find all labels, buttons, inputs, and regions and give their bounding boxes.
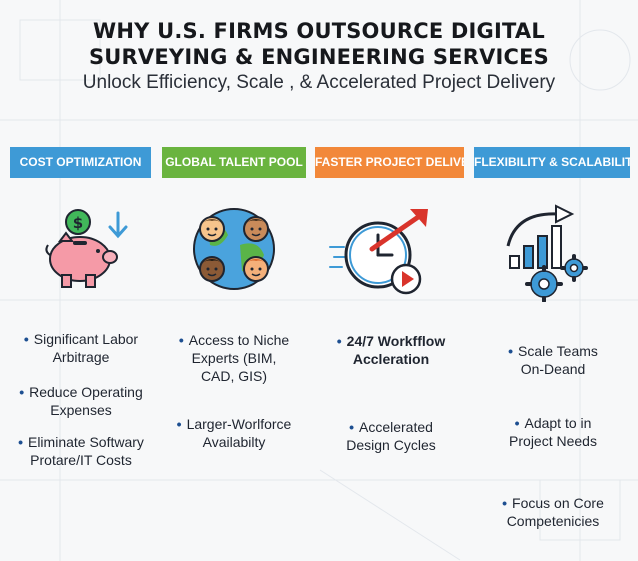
bullet-line: Arbitrage	[52, 349, 110, 365]
header-cost-optimization: COST OPTIMIZATION	[10, 147, 151, 178]
bullet-line: Access to Niche	[188, 332, 290, 348]
bullet-larger-workforce: •Larger-Worlforce Availabilty	[164, 415, 304, 451]
bullet-line: Protare/IT Costs	[30, 452, 132, 468]
bullet-line: Expenses	[50, 402, 112, 418]
header-global-talent-pool: GLOBAL TALENT POOL	[162, 147, 306, 178]
bullet-scale-teams: • Scale Teams On-Deand	[478, 342, 628, 378]
bullet-dot: •	[178, 332, 184, 348]
bullet-line: Focus on Core	[512, 495, 604, 511]
bullet-adapt-project-needs: •Adapt to in Project Needs	[478, 414, 628, 450]
bullet-labor-arbitrage: •Significant Labor Arbitrage	[14, 330, 148, 366]
title-line-2: SURVEYING & ENGINEERING SERVICES	[88, 45, 550, 69]
bullet-dot: •	[336, 333, 342, 349]
bullet-line: Availabilty	[202, 434, 266, 450]
piggy-bank-icon: $	[45, 209, 128, 288]
bullet-accelerated-design: •Accelerated Design Cycles	[316, 418, 466, 454]
bullet-line: CAD, GIS)	[200, 368, 268, 384]
bullet-line: On-Deand	[520, 361, 586, 377]
bullet-niche-experts: •Access to Niche Experts (BIM, CAD, GIS)	[164, 331, 304, 385]
bullet-reduce-operating: •Reduce Operating Expenses	[14, 383, 148, 419]
bullet-line: Adapt to in	[524, 415, 592, 431]
bullet-dot: •	[176, 416, 182, 432]
bullet-line: Significant Labor	[33, 331, 139, 347]
bullet-line: Accelerated	[358, 419, 433, 435]
bullet-dot: •	[19, 384, 25, 400]
bullet-dot: •	[514, 415, 520, 431]
bullet-line: Eliminate Softwary	[27, 434, 144, 450]
globe-people-icon	[193, 208, 275, 290]
bullet-dot: •	[502, 495, 508, 511]
bullet-dot: •	[508, 343, 513, 359]
bullet-line: Design Cycles	[346, 437, 436, 453]
svg-text:$: $	[73, 214, 83, 232]
bullet-line: Project Needs	[509, 433, 597, 449]
bullet-eliminate-software: •Eliminate Softwary Protare/IT Costs	[6, 433, 156, 469]
bullet-dot: •	[18, 434, 23, 450]
bullet-workflow-acceleration: •24/7 Workfflow Accleration	[316, 332, 466, 368]
bullet-dot: •	[23, 331, 29, 347]
subtitle: Unlock Efficiency, Scale , & Accelerated…	[82, 72, 556, 93]
bullet-line: Reduce Operating	[29, 384, 143, 400]
title-line-1: WHY U.S. FIRMS OUTSOURCE DIGITAL	[93, 19, 545, 43]
bullet-line: Experts (BIM,	[191, 350, 277, 366]
bullet-line: Competenicies	[506, 513, 600, 529]
clock-arrow-icon	[329, 209, 428, 295]
chart-gears-icon	[506, 204, 588, 302]
bullet-core-competencies: •Focus on Core Competenicies	[478, 494, 628, 530]
bullet-dot: •	[349, 419, 354, 435]
bullet-line: Larger-Worlforce	[186, 416, 292, 432]
bullet-line: 24/7 Workfflow	[346, 333, 446, 349]
bullet-line: Scale Teams	[518, 343, 598, 359]
header-faster-project-delivery: FASTER PROJECT DELIVERY	[315, 147, 464, 178]
bullet-line: Accleration	[352, 351, 430, 367]
header-flexibility-scalability: FLEXIBILITY & SCALABILITY	[474, 147, 630, 178]
